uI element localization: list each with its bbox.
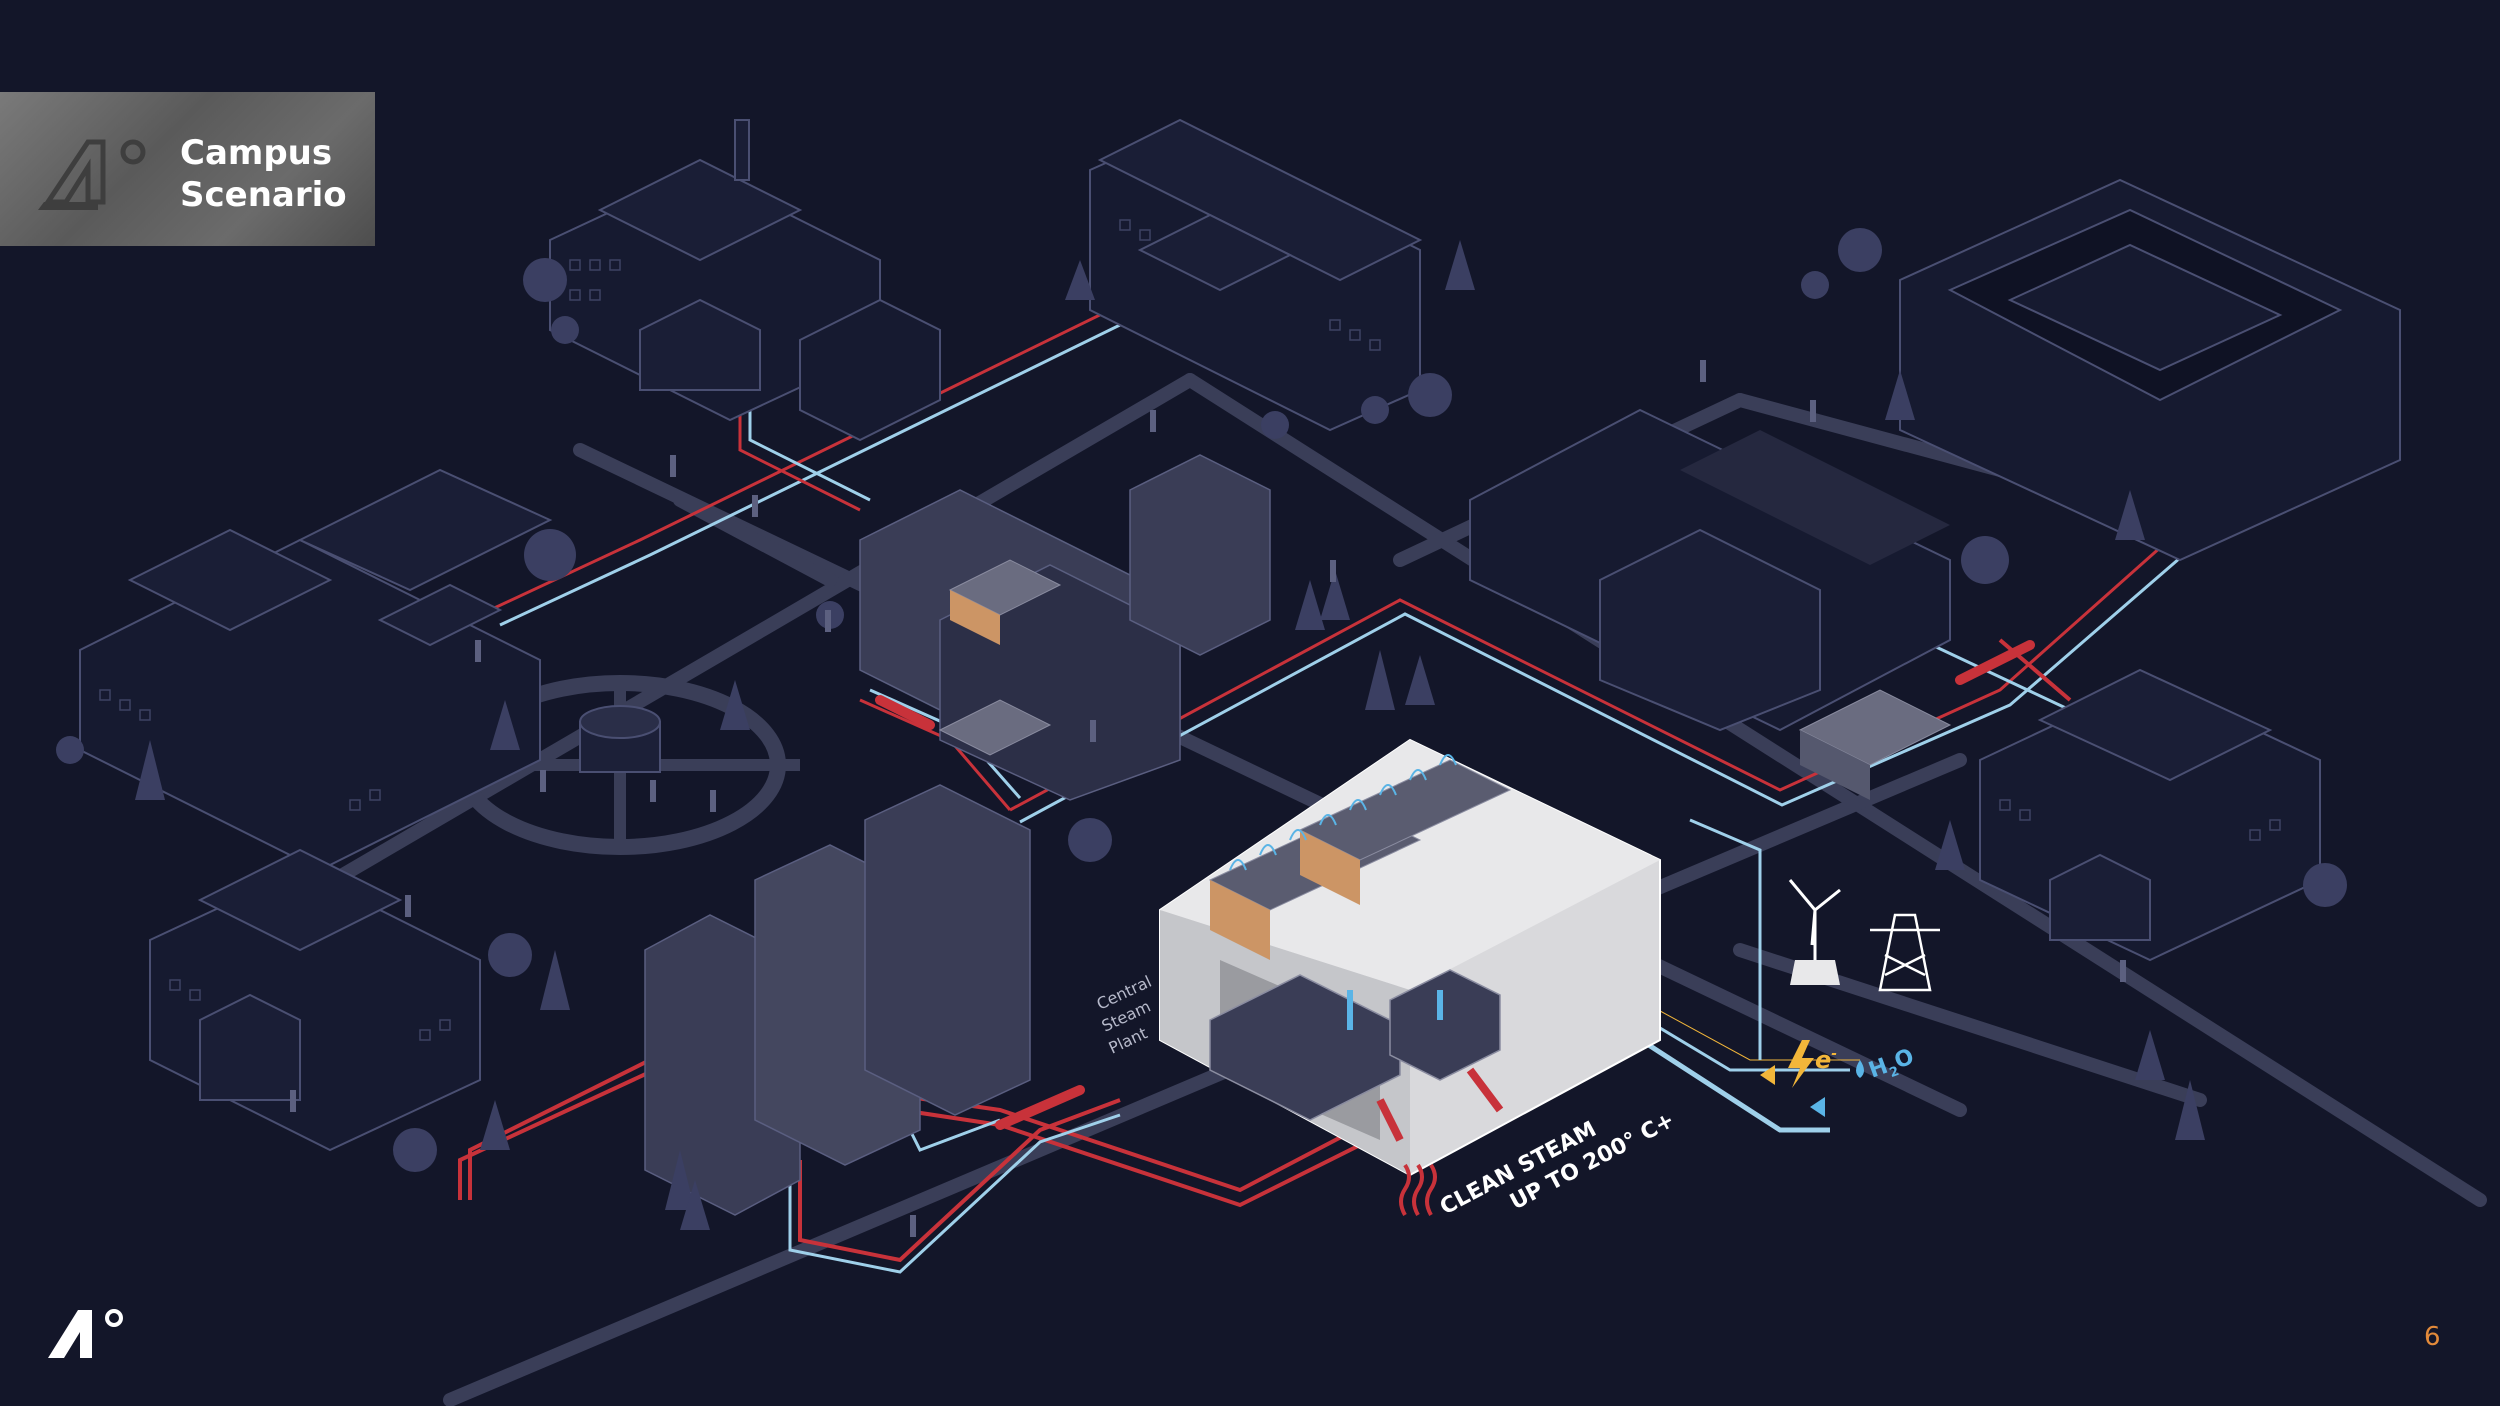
power-tower-icon: [1870, 913, 1940, 992]
title-badge: Campus Scenario: [0, 92, 375, 246]
electricity-label: e-: [1815, 1046, 1837, 1074]
plaza: [440, 675, 800, 855]
people: [290, 360, 2126, 1237]
building-heat-pumps: [938, 559, 1952, 800]
window-grid: [99, 219, 2281, 1041]
solid-buildings: [644, 430, 1950, 1216]
title-line2: Scenario: [180, 175, 347, 215]
title-line1: Campus: [180, 133, 333, 173]
trees: [56, 228, 2347, 1230]
page-number: 6: [2424, 1322, 2441, 1352]
steam-heat-icon: [1399, 1163, 1437, 1216]
wind-turbine-icon: [1788, 879, 1841, 985]
heat-pump-array: [1208, 754, 1512, 960]
water-drop-icon: [1810, 1060, 1864, 1117]
footer-logo-icon: [48, 1309, 123, 1358]
outline-buildings: [79, 118, 2401, 1152]
campus-logo-icon: [38, 139, 146, 210]
pipe-fittings: [875, 640, 2035, 1130]
central-steam-plant: [1159, 738, 1661, 1177]
electricity-bolt-icon: [1760, 1040, 1814, 1088]
